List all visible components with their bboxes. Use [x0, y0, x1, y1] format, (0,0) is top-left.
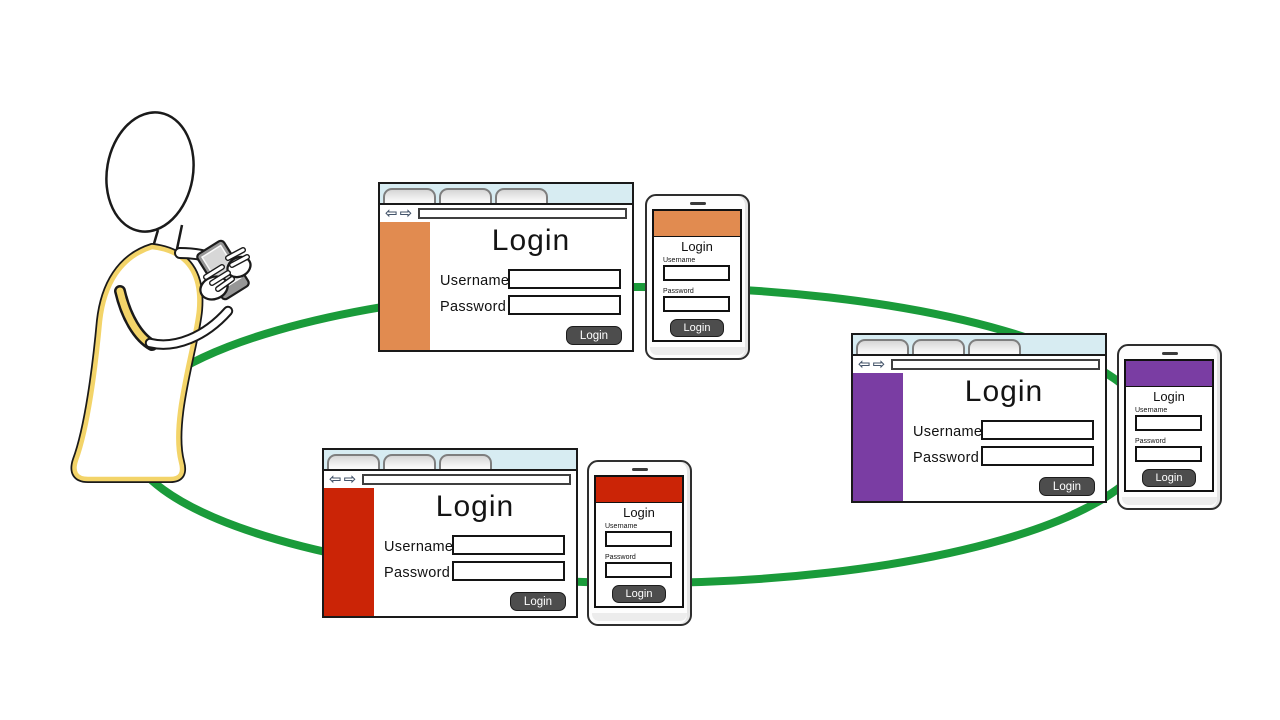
login-title: Login: [681, 239, 713, 254]
password-input[interactable]: [981, 446, 1094, 466]
browser-window-purple: ⇦ ⇨ Login Username Password Login: [851, 333, 1107, 503]
password-input[interactable]: [452, 561, 565, 581]
phone-orange: Login Username Password Login: [645, 194, 750, 360]
password-input[interactable]: [508, 295, 621, 315]
username-label: Username: [1135, 407, 1168, 414]
login-title: Login: [964, 375, 1044, 408]
password-input[interactable]: [663, 296, 730, 312]
username-input[interactable]: [1135, 415, 1202, 431]
browser-tab[interactable]: [439, 188, 492, 203]
phone-header-accent: [596, 477, 682, 503]
browser-tab[interactable]: [912, 339, 965, 354]
browser-tab[interactable]: [439, 454, 492, 469]
login-button[interactable]: Login: [1039, 477, 1095, 496]
back-arrow-icon[interactable]: ⇦: [329, 470, 342, 488]
browser-content: Login Username Password Login: [853, 373, 1105, 501]
login-button[interactable]: Login: [612, 585, 666, 603]
password-label: Password: [913, 450, 980, 466]
username-input[interactable]: [605, 531, 672, 547]
browser-tab[interactable]: [383, 454, 436, 469]
back-arrow-icon[interactable]: ⇦: [385, 204, 398, 222]
forward-arrow-icon[interactable]: ⇨: [872, 355, 886, 373]
browser-tab-strip: [380, 184, 632, 205]
password-label: Password: [440, 299, 507, 315]
browser-tab[interactable]: [327, 454, 380, 469]
login-title: Login: [623, 505, 655, 520]
phone-screen: Login Username Password Login: [652, 209, 742, 342]
browser-content: Login Username Password Login: [380, 222, 632, 350]
browser-tab[interactable]: [856, 339, 909, 354]
forward-arrow-icon[interactable]: ⇨: [343, 470, 357, 488]
username-label: Username: [384, 539, 454, 555]
username-input[interactable]: [663, 265, 730, 281]
username-label: Username: [913, 424, 983, 440]
sidebar-accent: [380, 222, 430, 350]
username-label: Username: [440, 273, 510, 289]
browser-tab-strip: [324, 450, 576, 471]
phone-purple: Login Username Password Login: [1117, 344, 1222, 510]
password-label: Password: [1135, 438, 1166, 445]
browser-tab[interactable]: [968, 339, 1021, 354]
browser-nav-bar: ⇦ ⇨: [853, 356, 1105, 373]
browser-window-red: ⇦ ⇨ Login Username Password Login: [322, 448, 578, 618]
url-bar[interactable]: [891, 359, 1100, 370]
person-dress: [72, 244, 202, 482]
person-fingers-upper: [226, 248, 249, 267]
login-button[interactable]: Login: [510, 592, 566, 611]
login-title: Login: [491, 224, 571, 257]
sidebar-accent: [853, 373, 903, 501]
phone-screen: Login Username Password Login: [594, 475, 684, 608]
phone-header-accent: [1126, 361, 1212, 387]
password-input[interactable]: [1135, 446, 1202, 462]
phone-screen: Login Username Password Login: [1124, 359, 1214, 492]
password-label: Password: [605, 554, 636, 561]
login-button[interactable]: Login: [1142, 469, 1196, 487]
browser-tab[interactable]: [495, 188, 548, 203]
phone-header-accent: [654, 211, 740, 237]
login-button[interactable]: Login: [670, 319, 724, 337]
password-input[interactable]: [605, 562, 672, 578]
browser-tab-strip: [853, 335, 1105, 356]
url-bar[interactable]: [362, 474, 571, 485]
forward-arrow-icon[interactable]: ⇨: [399, 204, 413, 222]
username-label: Username: [605, 523, 638, 530]
password-label: Password: [663, 288, 694, 295]
login-title: Login: [435, 490, 515, 523]
username-input[interactable]: [508, 269, 621, 289]
phone-speaker: [689, 202, 706, 205]
username-label: Username: [663, 257, 696, 264]
person-forearm: [146, 307, 232, 348]
url-bar[interactable]: [418, 208, 627, 219]
password-label: Password: [384, 565, 451, 581]
phone-speaker: [1161, 352, 1178, 355]
browser-nav-bar: ⇦ ⇨: [324, 471, 576, 488]
sidebar-accent: [324, 488, 374, 616]
login-button[interactable]: Login: [566, 326, 622, 345]
username-input[interactable]: [981, 420, 1094, 440]
browser-nav-bar: ⇦ ⇨: [380, 205, 632, 222]
browser-window-orange: ⇦ ⇨ Login Username Password Login: [378, 182, 634, 352]
login-title: Login: [1153, 389, 1185, 404]
phone-speaker: [631, 468, 648, 471]
person-figure: [70, 111, 252, 483]
person-head: [105, 111, 195, 233]
username-input[interactable]: [452, 535, 565, 555]
person-fingers-lower: [204, 265, 234, 291]
back-arrow-icon[interactable]: ⇦: [858, 355, 871, 373]
phone-red: Login Username Password Login: [587, 460, 692, 626]
browser-content: Login Username Password Login: [324, 488, 576, 616]
browser-tab[interactable]: [383, 188, 436, 203]
